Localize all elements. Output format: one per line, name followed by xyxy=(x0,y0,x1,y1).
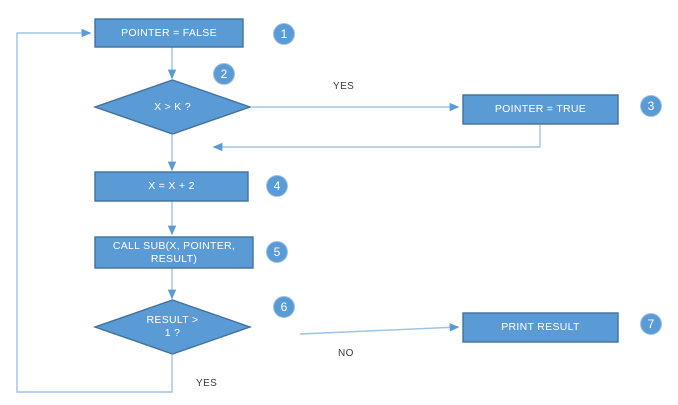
step-badge-4: 4 xyxy=(266,175,288,197)
step-badge-6: 6 xyxy=(273,296,295,318)
node-shape-n3 xyxy=(462,94,619,125)
node-shape-n5 xyxy=(94,236,254,269)
connector-n6-yes-loop-to-n1 xyxy=(16,28,173,393)
step-badge-5: 5 xyxy=(266,241,288,263)
node-shape-n2 xyxy=(92,79,253,135)
node-shape-n6 xyxy=(92,299,253,355)
node-shape-n4 xyxy=(94,171,249,202)
edge-label-no-bottom: NO xyxy=(338,348,354,359)
edge-label-yes-bottom: YES xyxy=(196,378,218,389)
connector-n6-no-to-n7 xyxy=(299,323,460,335)
step-badge-7: 7 xyxy=(640,313,662,335)
step-badge-1: 1 xyxy=(273,23,295,45)
connector-n3-to-spine xyxy=(212,125,541,152)
node-shape-n7 xyxy=(462,312,619,343)
step-badge-3: 3 xyxy=(640,95,662,117)
step-badge-2: 2 xyxy=(213,63,235,85)
edge-label-yes-top: YES xyxy=(333,81,355,92)
node-shape-n1 xyxy=(94,18,244,48)
